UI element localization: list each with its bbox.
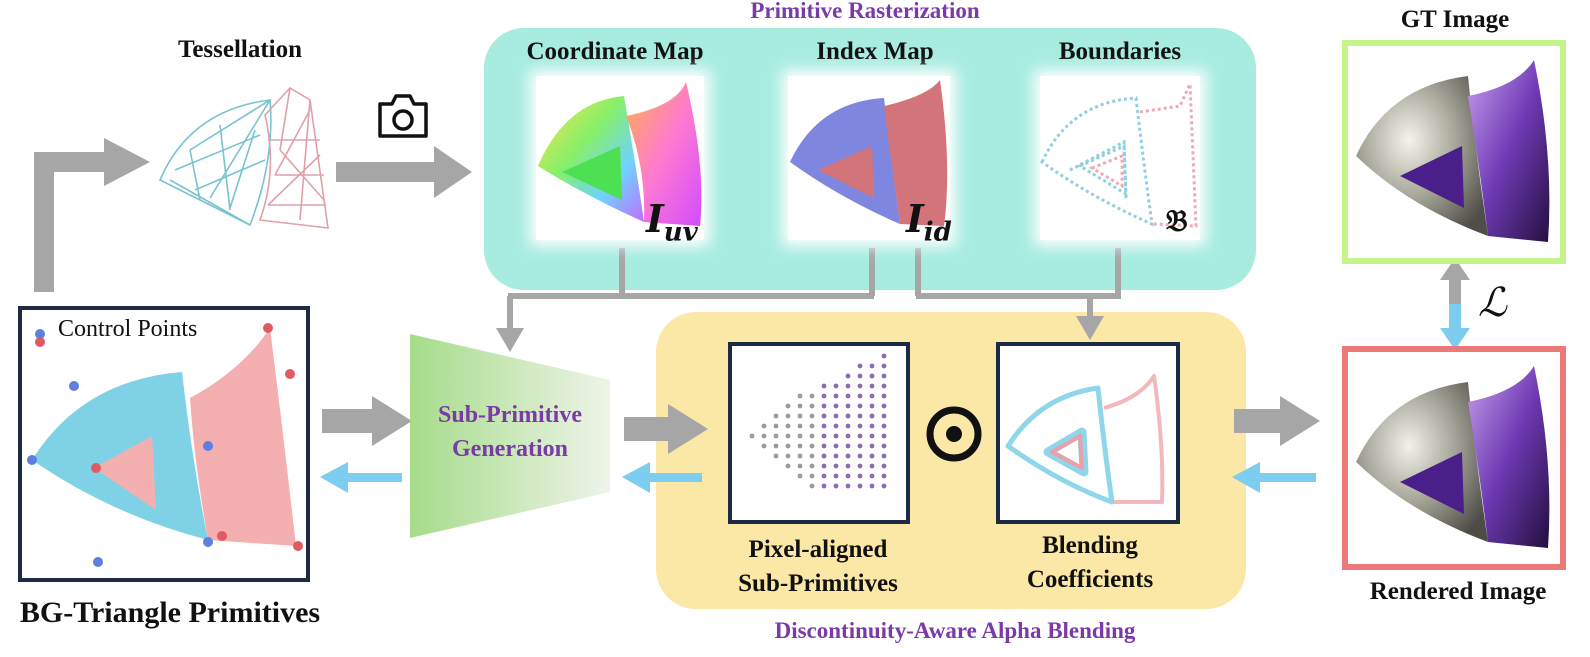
odot-operator-icon <box>926 406 982 462</box>
pixel-aligned-label-2: Sub-Primitives <box>738 570 898 597</box>
arrow-head-tessellation <box>104 138 150 186</box>
arrow-subprim-to-pixel <box>624 417 670 441</box>
sub-primitive-label-1: Sub-Primitive <box>438 402 582 428</box>
arrow-back-subprim-to-bg <box>346 473 402 482</box>
blending-coefficients-image <box>996 342 1180 524</box>
rendered-image <box>1342 346 1566 570</box>
connector-coord-index-to-subprim <box>507 248 875 330</box>
camera-icon <box>378 94 428 138</box>
arrow-bg-to-subprim <box>322 409 374 433</box>
control-points-legend: Control Points <box>58 316 198 342</box>
i-uv-symbol: Iuv <box>646 196 698 248</box>
gt-image-title: GT Image <box>1400 6 1510 33</box>
loss-symbol: ℒ <box>1478 280 1507 326</box>
index-map-title: Index Map <box>816 38 934 65</box>
primitive-rasterization-title: Primitive Rasterization <box>750 0 980 23</box>
alpha-blending-title: Discontinuity-Aware Alpha Blending <box>774 618 1136 643</box>
bg-triangle-title: BG-Triangle Primitives <box>19 596 321 629</box>
loss-arrow-blue <box>1449 304 1461 330</box>
rendered-image-title: Rendered Image <box>1369 578 1547 605</box>
boundaries-image <box>1040 76 1200 240</box>
connector-index-boundary-to-blend <box>915 248 1121 318</box>
arrow-tess-to-raster <box>336 162 436 182</box>
gt-image <box>1342 40 1566 264</box>
tessellation-title: Tessellation <box>177 36 303 63</box>
boundary-symbol: 𝔅 <box>1166 204 1188 239</box>
sub-primitive-label-2: Generation <box>452 436 568 462</box>
sub-primitive-generation-block <box>410 334 610 538</box>
pixel-aligned-label-1: Pixel-aligned <box>748 536 888 563</box>
i-id-symbol: Iid <box>906 196 952 248</box>
coordinate-map-image <box>536 76 704 240</box>
boundaries-title: Boundaries <box>1058 38 1182 65</box>
index-map-image <box>788 76 950 240</box>
blending-label-1: Blending <box>1042 532 1138 559</box>
blending-label-2: Coefficients <box>1026 566 1154 593</box>
arrow-back-rendered-to-blend <box>1258 473 1316 482</box>
coordinate-map-title: Coordinate Map <box>526 38 704 65</box>
pixel-aligned-image <box>728 342 910 524</box>
loss-arrow-gray <box>1449 276 1461 310</box>
bg-triangle-image: Control Points <box>18 306 310 582</box>
tessellation-mesh <box>158 86 329 229</box>
arrow-back-pixel-to-subprim <box>648 473 702 482</box>
arrow-bg-to-tessellation <box>34 152 110 292</box>
arrow-blend-to-rendered <box>1234 409 1282 433</box>
